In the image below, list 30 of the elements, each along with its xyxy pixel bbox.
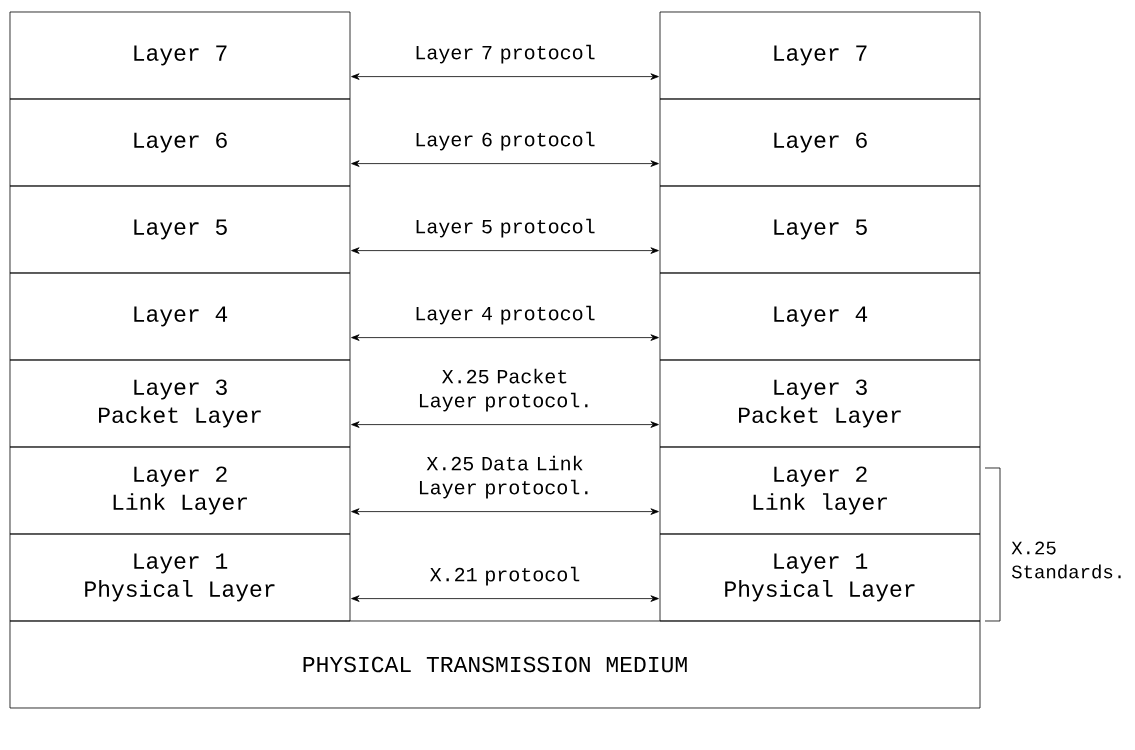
edge-label: Layer 6 protocol [416, 131, 595, 151]
layer-box: Layer 4 [9, 272, 351, 361]
arrow [351, 421, 659, 428]
arrow [351, 334, 659, 341]
layer-box: Layer 5 [9, 185, 351, 274]
arrow [351, 73, 659, 80]
layer-box: Layer 1 Physical Layer [659, 533, 981, 622]
edge-label: X.25 Packet Layer protocol. [420, 368, 588, 412]
edge-label: Layer 5 protocol [416, 218, 595, 238]
layer-box: Layer 6 [659, 98, 981, 187]
medium-box: PHYSICAL TRANSMISSION MEDIUM [9, 620, 981, 709]
arrow [351, 247, 659, 254]
layer-box: Layer 2 Link Layer [9, 446, 351, 535]
arrow [351, 508, 659, 515]
layer-box: Layer 6 [9, 98, 351, 187]
layer-box: Layer 3 Packet Layer [659, 359, 981, 448]
edge-label: X.21 protocol [430, 566, 580, 586]
layer-box: Layer 1 Physical Layer [9, 533, 351, 622]
edge-label: Layer 4 protocol [416, 305, 595, 325]
edge-label: Layer 7 protocol [416, 44, 595, 64]
layer-box: Layer 7 [9, 11, 351, 100]
layer-box: Layer 4 [659, 272, 981, 361]
layer-box: Layer 5 [659, 185, 981, 274]
layer-box: Layer 7 [659, 11, 981, 100]
layer-box: Layer 3 Packet Layer [9, 359, 351, 448]
arrow [351, 595, 659, 602]
edge-label: X.25 Data Link Layer protocol. [420, 455, 588, 499]
bracket-label: X.25 Standards. [1011, 541, 1121, 579]
layer-box: Layer 2 Link layer [659, 446, 981, 535]
arrow [351, 160, 659, 167]
